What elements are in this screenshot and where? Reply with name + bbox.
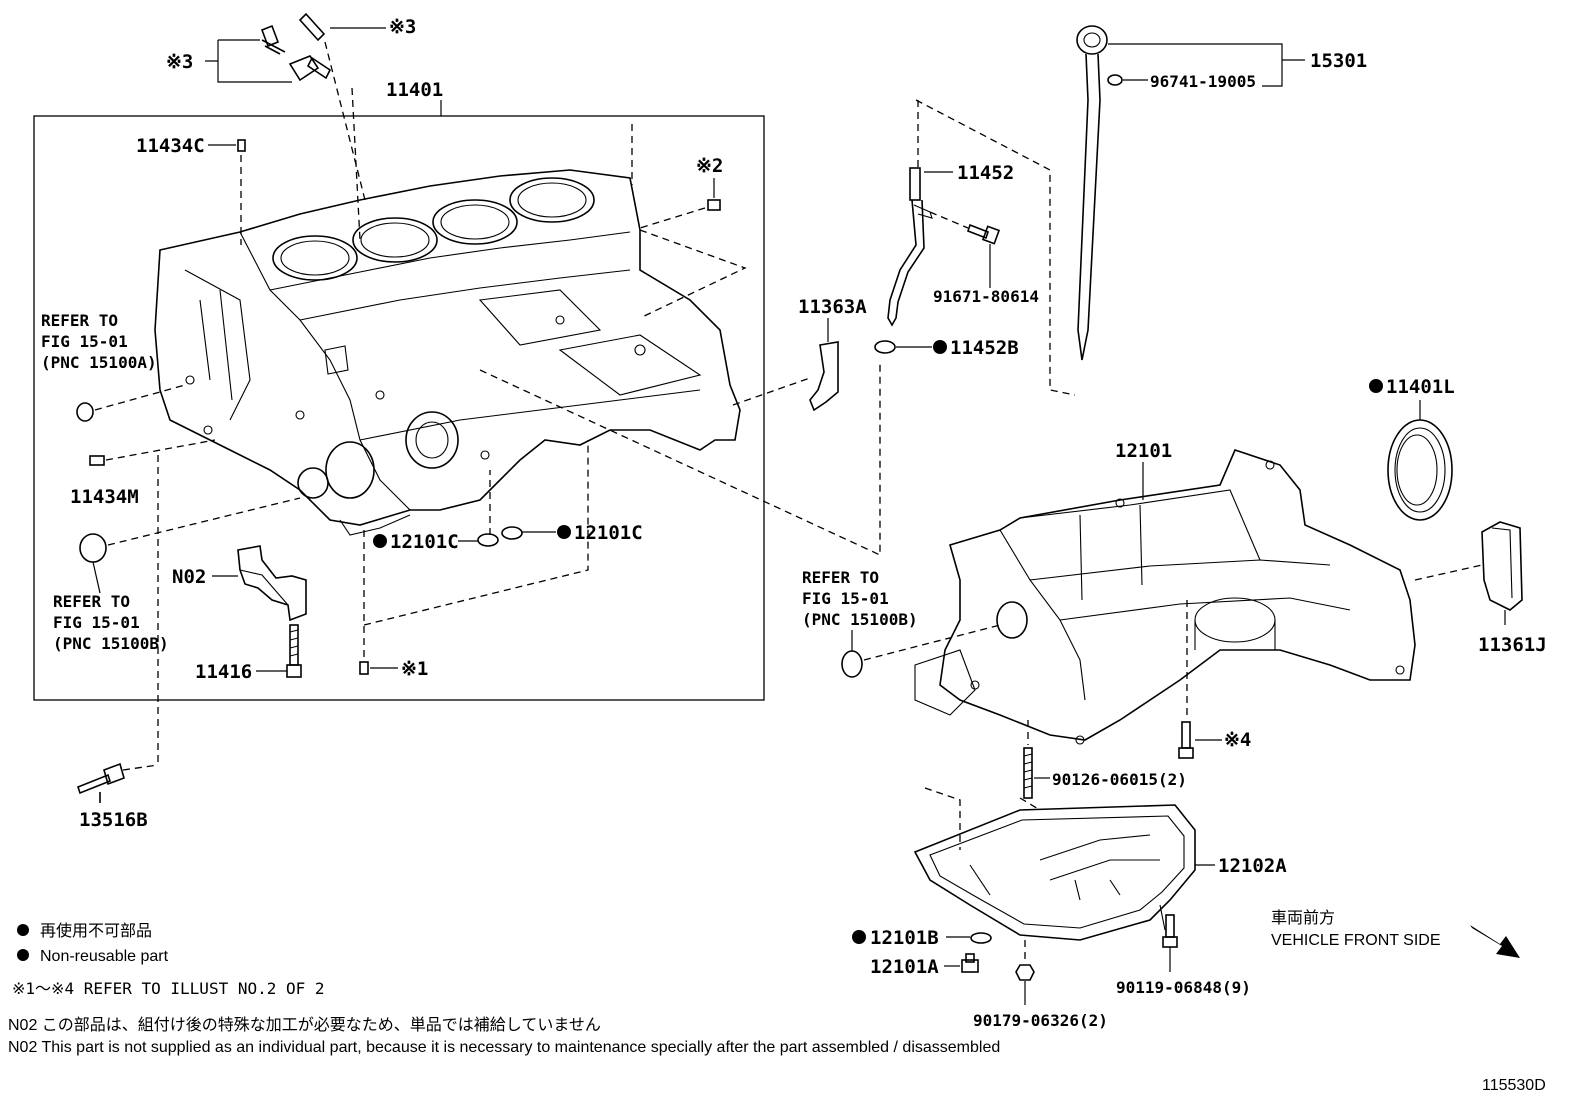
label-ref2[interactable]: ※2 [696, 155, 723, 177]
label-12101a[interactable]: 12101A [870, 956, 939, 978]
front-jp: 車両前方 [1271, 909, 1335, 927]
dipstick-15301-icon[interactable] [1076, 25, 1108, 361]
plug-15100a-icon[interactable] [76, 402, 94, 422]
rear-seal-11401l-icon[interactable] [1387, 419, 1453, 521]
label-11434m[interactable]: 11434M [70, 486, 139, 508]
stud-90126-icon[interactable] [1023, 747, 1033, 799]
diagram-id: 115530D [1482, 1077, 1546, 1094]
legend-en: Non-reusable part [40, 948, 169, 965]
label-12101c-1[interactable]: 12101C [390, 531, 459, 553]
label-n02[interactable]: N02 [172, 566, 206, 588]
label-11361j[interactable]: 11361J [1478, 634, 1547, 656]
guide-bolt-91671-icon[interactable] [967, 223, 1001, 245]
refer-c-line3[interactable]: (PNC 15100B) [802, 610, 918, 629]
dipstick-ring-icon[interactable] [1107, 74, 1123, 86]
refer-b-line3[interactable]: (PNC 15100B) [53, 634, 169, 653]
union-bolt-parts-icon[interactable] [260, 12, 332, 82]
label-11434c[interactable]: 11434C [136, 135, 205, 157]
drain-cock-13516b-icon[interactable] [77, 762, 125, 803]
refer-a-line1[interactable]: REFER TO [41, 311, 118, 330]
pan-bolt-90119-icon[interactable] [1162, 914, 1178, 948]
label-11401[interactable]: 11401 [386, 79, 443, 101]
refer-c-line1[interactable]: REFER TO [802, 568, 879, 587]
oring-15100b-left-icon[interactable] [79, 533, 107, 563]
bolt-ref4-icon[interactable] [1178, 721, 1194, 759]
oring-11452b-icon[interactable] [874, 340, 896, 354]
label-90119[interactable]: 90119-06848(9) [1116, 978, 1251, 997]
label-ref3-left[interactable]: ※3 [166, 51, 193, 73]
front-en: VEHICLE FRONT SIDE [1271, 932, 1441, 949]
label-11452b[interactable]: 11452B [950, 337, 1019, 359]
n02-note-jp: N02 この部品は、組付け後の特殊な加工が必要なため、単品では補給していません [8, 1016, 601, 1034]
oil-pan-lower-12102a-icon[interactable] [913, 804, 1196, 941]
oil-pan-upper-12101-icon[interactable] [914, 449, 1416, 745]
label-15301[interactable]: 15301 [1310, 50, 1367, 72]
label-ref3-top[interactable]: ※3 [389, 16, 416, 38]
label-12102a[interactable]: 12102A [1218, 855, 1287, 877]
refer-a-line3[interactable]: (PNC 15100A) [41, 353, 157, 372]
refer-a-line2[interactable]: FIG 15-01 [41, 332, 128, 351]
label-12101[interactable]: 12101 [1115, 440, 1172, 462]
cylinder-block-illustration[interactable] [154, 169, 741, 536]
front-arrow-icon [1470, 925, 1520, 958]
drain-plug-12101a-icon[interactable] [961, 953, 979, 973]
label-11452[interactable]: 11452 [957, 162, 1014, 184]
oring-12101c-2-icon[interactable] [501, 526, 523, 540]
label-11416[interactable]: 11416 [195, 661, 252, 683]
dipstick-guide-11452-icon[interactable] [887, 167, 933, 327]
label-12101b[interactable]: 12101B [870, 927, 939, 949]
pin-11434m-icon[interactable] [89, 455, 105, 466]
block-group-frame [33, 115, 765, 701]
refer-b-line2[interactable]: FIG 15-01 [53, 613, 140, 632]
pan-nut-90179-icon[interactable] [1015, 964, 1035, 981]
label-90126[interactable]: 90126-06015(2) [1052, 770, 1187, 789]
label-ref4[interactable]: ※4 [1224, 729, 1251, 751]
label-ref1[interactable]: ※1 [401, 658, 428, 680]
baffle-11363a-icon[interactable] [809, 341, 839, 412]
cap-bolt-11416-icon[interactable] [286, 624, 302, 678]
refer-b-line1[interactable]: REFER TO [53, 592, 130, 611]
legend-jp: 再使用不可部品 [40, 922, 152, 940]
bearing-cap-n02-icon[interactable] [237, 545, 307, 622]
dowel-ref1-icon[interactable] [359, 661, 369, 675]
pin-ref2-icon[interactable] [707, 199, 721, 211]
plug-11434c-icon[interactable] [237, 139, 246, 152]
label-11401l[interactable]: 11401L [1386, 376, 1455, 398]
label-90179[interactable]: 90179-06326(2) [973, 1011, 1108, 1030]
refer-c-line2[interactable]: FIG 15-01 [802, 589, 889, 608]
label-13516b[interactable]: 13516B [79, 809, 148, 831]
gasket-12101b-icon[interactable] [970, 932, 992, 944]
label-96741-19005[interactable]: 96741-19005 [1150, 72, 1256, 91]
label-11363a[interactable]: 11363A [798, 296, 867, 318]
oring-12101c-1-icon[interactable] [477, 533, 499, 547]
label-91671-80614[interactable]: 91671-80614 [933, 287, 1039, 306]
n02-note-en: N02 This part is not supplied as an indi… [8, 1039, 1000, 1056]
ref-note: ※1～※4 REFER TO ILLUST NO.2 OF 2 [12, 979, 325, 998]
oring-15100b-right-icon[interactable] [841, 650, 863, 678]
cover-11361j-icon[interactable] [1481, 521, 1523, 611]
label-12101c-2[interactable]: 12101C [574, 522, 643, 544]
